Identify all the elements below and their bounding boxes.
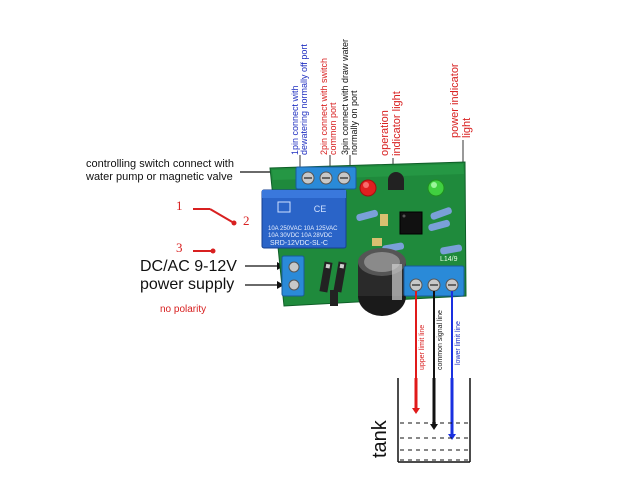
controlling-line2: water pump or magnetic valve: [86, 171, 233, 184]
pin1-label: 1pin connect with dewatering normally of…: [290, 44, 310, 155]
pin3-label: 3pin connect with draw water normally on…: [340, 39, 360, 155]
lower-limit-label: lower limit line: [455, 321, 462, 365]
no-polarity-label: no polarity: [160, 304, 207, 315]
power-label-line1: power indicator: [449, 63, 461, 138]
supply-label: DC/AC 9-12V power supply: [140, 258, 237, 295]
ic-chip: [399, 211, 423, 235]
switch-number-3: 3: [176, 240, 183, 255]
pin2-label-line2: common port: [328, 102, 339, 155]
resistors: [356, 207, 463, 255]
supply-line2: power supply: [140, 276, 235, 294]
operation-indicator-label: operation indicator light: [379, 91, 403, 156]
svg-text:CE: CE: [314, 204, 327, 214]
diodes: [319, 261, 347, 306]
silk-label: L14/9: [440, 256, 458, 263]
electrolytic-capacitor: [358, 248, 406, 316]
controlling-switch-label: controlling switch connect with water pu…: [86, 158, 234, 184]
power-arrows: [245, 262, 284, 289]
tank: [397, 378, 471, 463]
transistor: [388, 172, 404, 190]
terminal-power: [281, 255, 305, 297]
pin1-label-line2: dewatering normally off port: [299, 44, 310, 155]
capacitor-small: [380, 214, 388, 226]
pin2-label: 2pin connect with switch common port: [319, 58, 339, 155]
power-indicator-label: power indicator light: [449, 63, 473, 138]
operation-label-line2: indicator light: [390, 91, 403, 156]
red-led: [359, 179, 377, 197]
pcb-board: CE: [261, 161, 467, 316]
tank-label: tank: [369, 420, 391, 458]
switch-number-1: 1: [176, 198, 183, 213]
relay-text-3: SRD-12VDC-SL-C: [270, 240, 328, 247]
green-led: [427, 179, 445, 197]
relay-text-2: 10A 30VDC 10A 28VDC: [268, 233, 333, 239]
switch-number-2: 2: [243, 213, 250, 228]
common-signal-label: common signal line: [437, 310, 444, 370]
upper-limit-label: upper limit line: [419, 324, 426, 370]
operation-label-line1: operation: [379, 110, 391, 156]
switch-symbol: [193, 208, 237, 254]
supply-line1: DC/AC 9-12V: [140, 258, 237, 275]
controlling-line1: controlling switch connect with: [86, 158, 234, 170]
power-label-line2: light: [460, 117, 473, 138]
sensor-wires: [412, 291, 456, 440]
pin3-label-line2: normally on port: [349, 90, 360, 155]
terminal-block-sensor: [403, 265, 465, 297]
terminal-block-top: [295, 166, 357, 190]
relay-text-1: 10A 250VAC 10A 125VAC: [268, 226, 338, 232]
relay: CE: [261, 189, 347, 249]
